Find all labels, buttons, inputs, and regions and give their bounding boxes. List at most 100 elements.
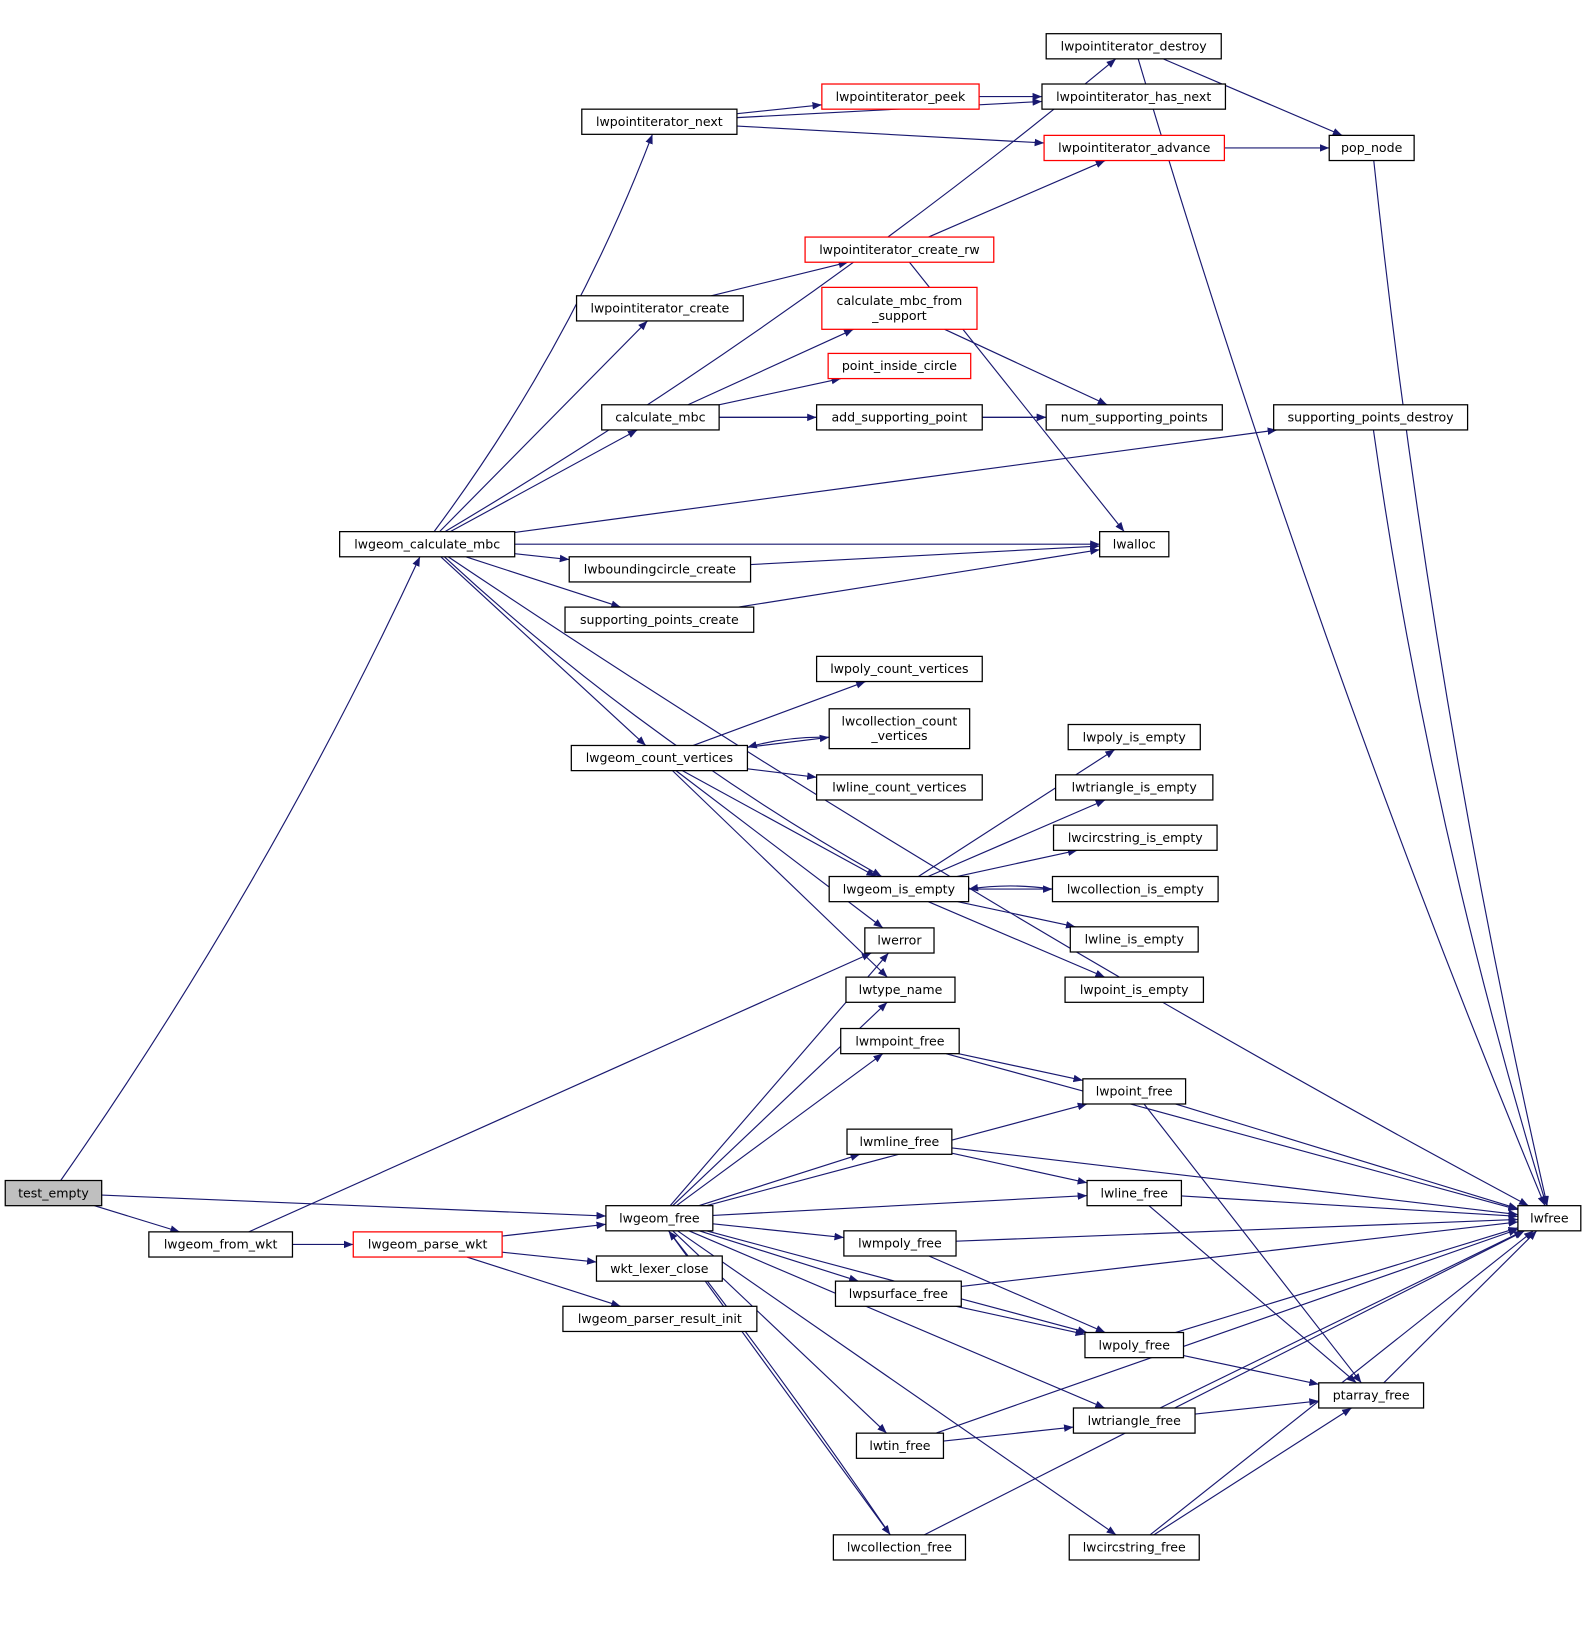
node-label: lwgeom_free (619, 1210, 700, 1225)
node-lwline-is-empty[interactable]: lwline_is_empty (1069, 926, 1199, 953)
edge-lwtin-free-to-lwtriangle-free (943, 1424, 1074, 1442)
node-label: lwerror (877, 933, 922, 948)
node-box (575, 295, 744, 322)
node-box (1054, 774, 1214, 801)
node-box (595, 1255, 723, 1282)
node-label: lwgeom_calculate_mbc (354, 536, 500, 551)
node-lwcollection-is-empty[interactable]: lwcollection_is_empty (1051, 875, 1219, 903)
edge-lwgeom-is-empty-to-lwtriangle-is-empty (927, 799, 1106, 878)
node-box (864, 927, 935, 954)
edge-lwmpoly-free-to-lwpoly-free (928, 1255, 1106, 1334)
node-lwpointiterator-advance[interactable]: lwpointiterator_advance (1043, 134, 1226, 162)
node-lwpoint-is-empty[interactable]: lwpoint_is_empty (1064, 976, 1205, 1003)
node-lwtriangle-free[interactable]: lwtriangle_free (1072, 1407, 1196, 1434)
node-lwgeom-is-empty[interactable]: lwgeom_is_empty (828, 875, 970, 903)
edge-lwtriangle-free-to-ptarray-free (1194, 1398, 1319, 1415)
node-lwtin-free[interactable]: lwtin_free (855, 1432, 945, 1459)
node-lwalloc[interactable]: lwalloc (1099, 530, 1170, 558)
node-lwpointiterator-create-rw[interactable]: lwpointiterator_create_rw (804, 236, 995, 263)
node-box (821, 83, 980, 110)
edge-test-empty-to-lwgeom-from-wkt (94, 1205, 180, 1233)
node-lwcollection-free[interactable]: lwcollection_free (832, 1534, 967, 1561)
edge-lwgeom-calculate-mbc-to-calculate-mbc (450, 429, 638, 533)
node-lwgeom-count-vertices[interactable]: lwgeom_count_vertices (570, 744, 749, 772)
node-label: lwpointiterator_advance (1058, 140, 1211, 155)
edge-lwgeom-free-to-lwpsurface-free (699, 1230, 859, 1282)
node-lwerror[interactable]: lwerror (864, 927, 935, 954)
node-lwmpoly-free[interactable]: lwmpoly_free (843, 1230, 957, 1257)
node-lwgeom-parser-result-init[interactable]: lwgeom_parser_result_init (562, 1305, 758, 1333)
edge-lwboundingcircle-create-to-lwalloc (750, 542, 1100, 566)
node-lwcircstring-free[interactable]: lwcircstring_free (1068, 1534, 1200, 1561)
edge-lwgeom-free-to-lwcircstring-free (677, 1230, 1117, 1536)
edge-lwmpoly-free-to-lwfree (956, 1216, 1518, 1242)
node-label: lwpointiterator_destroy (1061, 38, 1208, 53)
edge-lwpointiterator-create-to-lwpointiterator-create-rw (711, 260, 849, 297)
node-box (1099, 530, 1170, 558)
node-box (605, 1205, 714, 1232)
node-lwpoly-free[interactable]: lwpoly_free (1084, 1331, 1185, 1359)
edge-lwmpoint-free-to-lwfree (945, 1053, 1519, 1211)
node-lwpointiterator-next[interactable]: lwpointiterator_next (581, 108, 738, 135)
node-box (840, 1027, 960, 1055)
node-box (1273, 404, 1469, 431)
node-test-empty[interactable]: test_empty (4, 1179, 103, 1207)
node-lwpoint-free[interactable]: lwpoint_free (1082, 1078, 1187, 1105)
node-supporting-points-create[interactable]: supporting_points_create (564, 606, 755, 633)
node-point-inside-circle[interactable]: point_inside_circle (827, 352, 972, 380)
node-lwline-free[interactable]: lwline_free (1086, 1179, 1183, 1207)
edge-supporting-points-destroy-to-lwfree (1372, 429, 1548, 1206)
node-label: lwpoint_is_empty (1080, 982, 1189, 997)
node-lwgeom-from-wkt[interactable]: lwgeom_from_wkt (148, 1231, 294, 1258)
node-lwcircstring-is-empty[interactable]: lwcircstring_is_empty (1052, 824, 1218, 851)
node-lwpoly-is-empty[interactable]: lwpoly_is_empty (1067, 723, 1201, 751)
node-lwgeom-free[interactable]: lwgeom_free (605, 1205, 714, 1232)
node-label: lwcollection_count (842, 714, 958, 729)
node-calculate-mbc[interactable]: calculate_mbc (601, 404, 720, 431)
edge-lwgeom-from-wkt-to-lwerror (248, 952, 872, 1233)
edge-lwmpoint-free-to-lwpoint-free (958, 1053, 1083, 1083)
node-box (1086, 1179, 1183, 1207)
node-pop-node[interactable]: pop_node (1328, 134, 1415, 162)
node-lwmline-free[interactable]: lwmline_free (846, 1128, 953, 1155)
node-label: lwpointiterator_create_rw (819, 242, 979, 257)
edge-lwgeom-calculate-mbc-to-supporting-points-create (465, 556, 621, 608)
node-box (828, 708, 971, 750)
node-lwtriangle-is-empty[interactable]: lwtriangle_is_empty (1054, 774, 1214, 801)
node-lwgeom-calculate-mbc[interactable]: lwgeom_calculate_mbc (339, 530, 516, 558)
node-lwpointiterator-has-next[interactable]: lwpointiterator_has_next (1041, 83, 1227, 110)
edge-lwpsurface-free-to-lwfree (961, 1219, 1518, 1288)
node-label: lwgeom_parse_wkt (368, 1237, 488, 1252)
node-lwcollection-count-vertices[interactable]: lwcollection_count_vertices (828, 708, 971, 750)
node-add-supporting-point[interactable]: add_supporting_point (815, 404, 983, 431)
node-wkt-lexer-close[interactable]: wkt_lexer_close (595, 1255, 723, 1282)
node-lwpointiterator-destroy[interactable]: lwpointiterator_destroy (1045, 33, 1222, 60)
node-label: pop_node (1341, 140, 1403, 155)
node-lwtype-name[interactable]: lwtype_name (845, 976, 956, 1003)
node-calculate-mbc-from-support[interactable]: calculate_mbc_from_support (821, 286, 978, 330)
node-lwpsurface-free[interactable]: lwpsurface_free (834, 1280, 962, 1307)
node-lwgeom-parse-wkt[interactable]: lwgeom_parse_wkt (352, 1231, 503, 1258)
node-lwfree[interactable]: lwfree (1517, 1205, 1582, 1232)
node-lwpointiterator-create[interactable]: lwpointiterator_create (575, 295, 744, 322)
node-lwline-count-vertices[interactable]: lwline_count_vertices (815, 774, 983, 801)
edge-lwgeom-free-to-lwmpoly-free (712, 1223, 844, 1241)
node-label: lwcircstring_free (1083, 1540, 1186, 1555)
node-box (834, 1280, 962, 1307)
edge-lwgeom-is-empty-to-lwpoint-is-empty (928, 901, 1106, 978)
node-lwpoly-count-vertices[interactable]: lwpoly_count_vertices (815, 655, 983, 683)
edge-pop-node-to-lwfree (1373, 160, 1549, 1206)
node-label: lwgeom_is_empty (843, 881, 956, 896)
node-num-supporting-points[interactable]: num_supporting_points (1045, 404, 1223, 431)
node-box (564, 606, 755, 633)
edge-lwpoint-free-to-ptarray-free (1143, 1103, 1362, 1384)
node-label: lwmline_free (860, 1134, 940, 1149)
node-supporting-points-destroy[interactable]: supporting_points_destroy (1273, 404, 1469, 431)
node-box (601, 404, 720, 431)
node-lwmpoint-free[interactable]: lwmpoint_free (840, 1027, 960, 1055)
node-lwboundingcircle-create[interactable]: lwboundingcircle_create (568, 556, 752, 583)
node-label: lwline_is_empty (1085, 932, 1185, 947)
node-ptarray-free[interactable]: ptarray_free (1318, 1382, 1425, 1409)
node-box (815, 774, 983, 801)
node-lwpointiterator-peek[interactable]: lwpointiterator_peek (821, 83, 980, 110)
